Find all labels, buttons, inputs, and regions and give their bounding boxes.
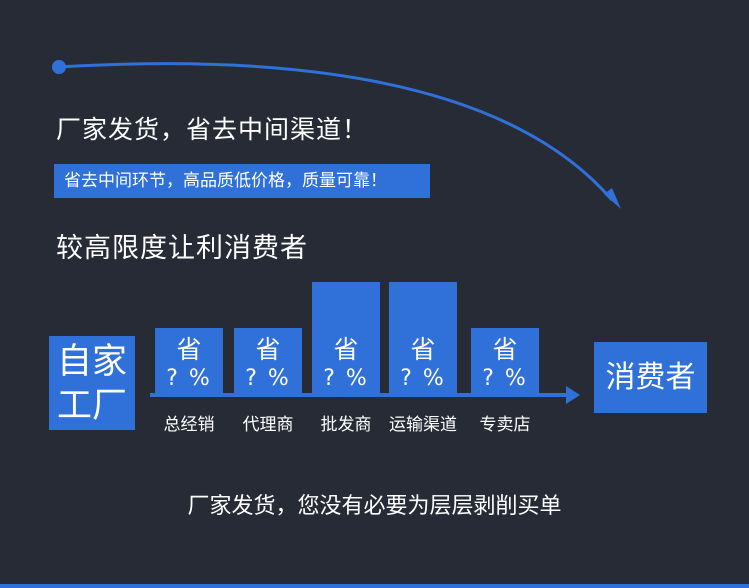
stage-bar: 省? % <box>155 328 223 397</box>
tagline-banner: 省去中间环节，高品质低价格，质量可靠！ <box>54 164 430 198</box>
stage-bar: 省? % <box>389 282 457 397</box>
stage-save-text: 省 <box>492 335 518 364</box>
stage-save-text: 省 <box>410 335 436 364</box>
stage-label: 运输渠道 <box>389 415 457 435</box>
stage-label: 总经销 <box>163 415 215 435</box>
headline: 厂家发货，省去中间渠道！ <box>56 115 369 144</box>
axis-arrowhead <box>566 386 580 404</box>
stage-save-text: 省 <box>176 335 202 364</box>
factory-line-1: 自家 <box>56 342 127 382</box>
stage-percent-text: ? % <box>323 366 369 391</box>
stage-percent-text: ? % <box>166 366 212 391</box>
stage-percent-text: ? % <box>245 366 291 391</box>
stage-bar: 省? % <box>234 328 302 397</box>
flow-curve-arrow <box>52 60 621 209</box>
stage-label: 代理商 <box>242 415 294 435</box>
stage-label: 批发商 <box>320 415 372 435</box>
curve-arrowhead <box>604 188 621 209</box>
factory-box: 自家 工厂 <box>49 336 135 430</box>
stage-label: 专卖店 <box>479 415 531 435</box>
curve-path <box>58 62 614 201</box>
factory-line-2: 工厂 <box>56 386 127 426</box>
consumer-box: 消费者 <box>594 342 707 413</box>
stage-save-text: 省 <box>333 335 359 364</box>
stage-save-text: 省 <box>255 335 281 364</box>
stage-percent-text: ? % <box>400 366 446 391</box>
bottom-accent-line <box>0 584 749 588</box>
stage-percent-text: ? % <box>482 366 528 391</box>
subheadline: 较高限度让利消费者 <box>56 233 308 264</box>
stage-bar: 省? % <box>471 328 539 397</box>
stage-bar: 省? % <box>312 282 380 397</box>
footer-text: 厂家发货，您没有必要为层层剥削买单 <box>187 494 562 519</box>
